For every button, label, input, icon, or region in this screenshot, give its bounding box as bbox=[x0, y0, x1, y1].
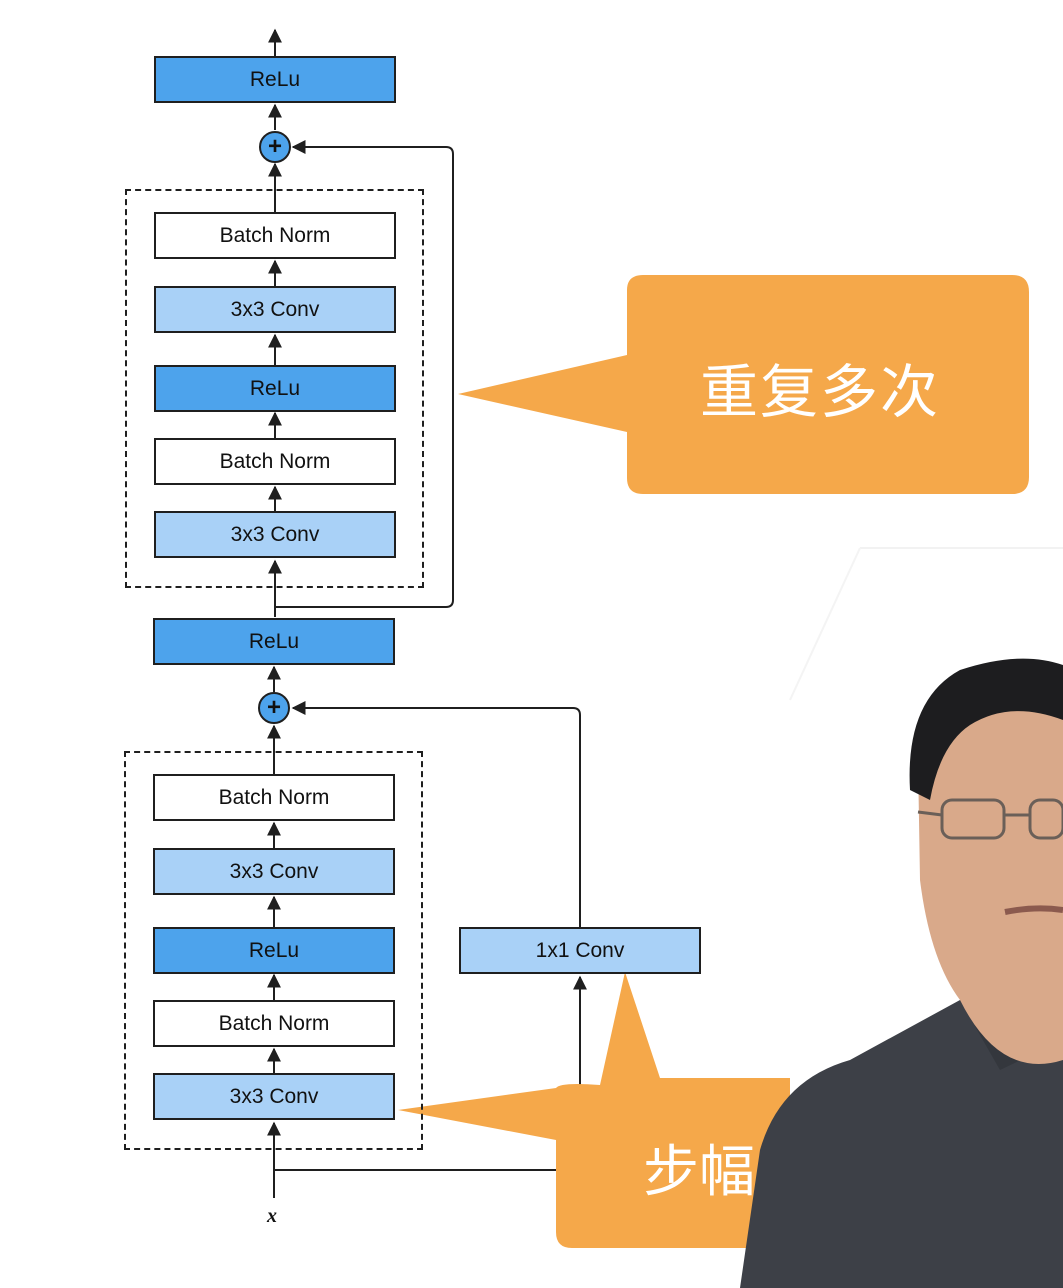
upper-relu: ReLu bbox=[154, 365, 396, 412]
upper-residual-block bbox=[125, 189, 424, 588]
lower-batch-norm-1: Batch Norm bbox=[153, 1000, 395, 1047]
lower-relu: ReLu bbox=[153, 927, 395, 974]
upper-batch-norm-1: Batch Norm bbox=[154, 438, 396, 485]
lower-conv-1: 3x3 Conv bbox=[153, 1073, 395, 1120]
shortcut-to-add bbox=[291, 701, 581, 927]
presenter-shirt bbox=[740, 985, 1063, 1288]
callout-stride-shape bbox=[398, 972, 790, 1248]
lower-residual-block bbox=[124, 751, 423, 1150]
input-x-label: x bbox=[267, 1205, 277, 1227]
upper-conv-2: 3x3 Conv bbox=[154, 286, 396, 333]
presenter-video bbox=[740, 658, 1063, 1288]
callout-repeat-shape bbox=[458, 275, 1029, 494]
add-icon: + bbox=[258, 692, 290, 724]
callout-stride-text: 步幅 bbox=[643, 1140, 755, 1205]
middle-relu-layer: ReLu bbox=[153, 618, 395, 665]
top-relu-layer: ReLu bbox=[154, 56, 396, 103]
lower-batch-norm-2: Batch Norm bbox=[153, 774, 395, 821]
lower-conv-2: 3x3 Conv bbox=[153, 848, 395, 895]
add-icon: + bbox=[259, 131, 291, 163]
presenter-hair bbox=[909, 658, 1063, 800]
callout-repeat-text: 重复多次 bbox=[700, 358, 941, 426]
upper-skip-connection bbox=[275, 140, 454, 608]
presenter-face bbox=[918, 666, 1063, 1064]
upper-batch-norm-2: Batch Norm bbox=[154, 212, 396, 259]
upper-conv-1: 3x3 Conv bbox=[154, 511, 396, 558]
glasses-icon bbox=[940, 798, 1006, 840]
shortcut-1x1-conv: 1x1 Conv bbox=[459, 927, 701, 974]
